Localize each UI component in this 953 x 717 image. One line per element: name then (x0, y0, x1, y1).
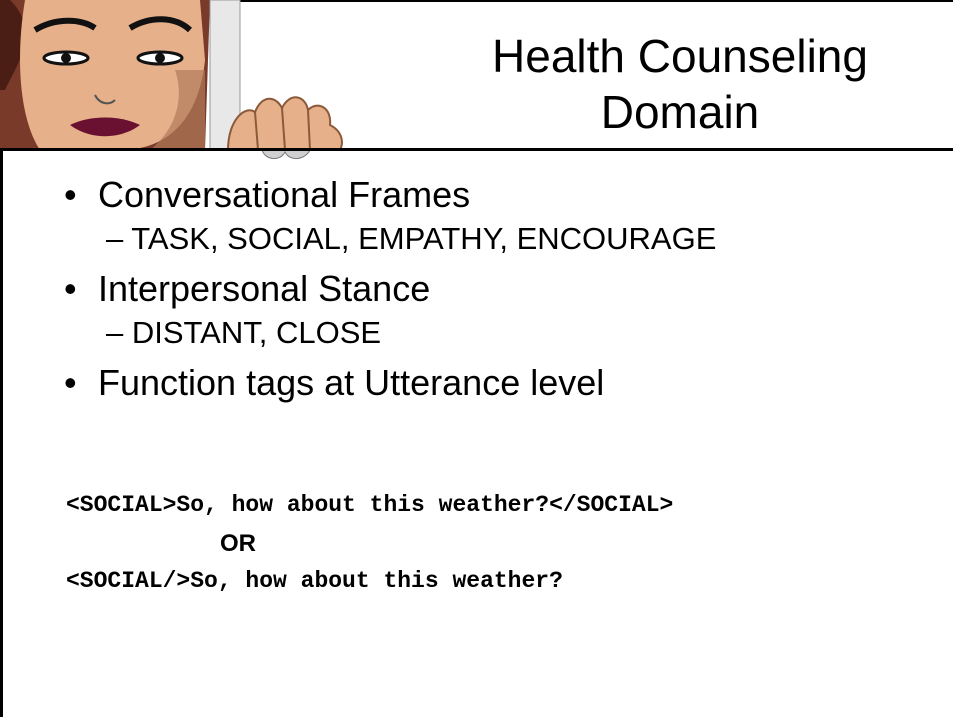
code-example-1: <SOCIAL>So, how about this weather?</SOC… (66, 492, 674, 518)
bullet-interpersonal-stance: • Interpersonal Stance (58, 266, 938, 312)
top-rule (240, 0, 953, 2)
slide-title: Health Counseling Domain (420, 28, 940, 140)
or-separator: OR (220, 530, 256, 557)
left-border (0, 0, 3, 717)
bullet-conversational-frames: • Conversational Frames (58, 172, 938, 218)
title-line-2: Domain (600, 86, 760, 138)
bullet-text: Conversational Frames (98, 174, 471, 215)
bullet-list: • Conversational Frames – TASK, SOCIAL, … (58, 172, 938, 406)
sub-bullet-frames: – TASK, SOCIAL, EMPATHY, ENCOURAGE (106, 221, 717, 256)
bullet-text: Function tags at Utterance level (98, 362, 605, 403)
title-rule (0, 148, 953, 151)
agent-face-illustration-icon (0, 0, 343, 159)
bullet-dot: • (64, 174, 77, 215)
bullet-text: Interpersonal Stance (98, 268, 431, 309)
bullet-dot: • (64, 362, 77, 403)
bullet-dot: • (64, 268, 77, 309)
code-example-2: <SOCIAL/>So, how about this weather? (66, 568, 563, 594)
title-line-1: Health Counseling (492, 30, 868, 82)
bullet-function-tags: • Function tags at Utterance level (58, 360, 938, 406)
sub-bullet-stance: – DISTANT, CLOSE (106, 315, 382, 350)
